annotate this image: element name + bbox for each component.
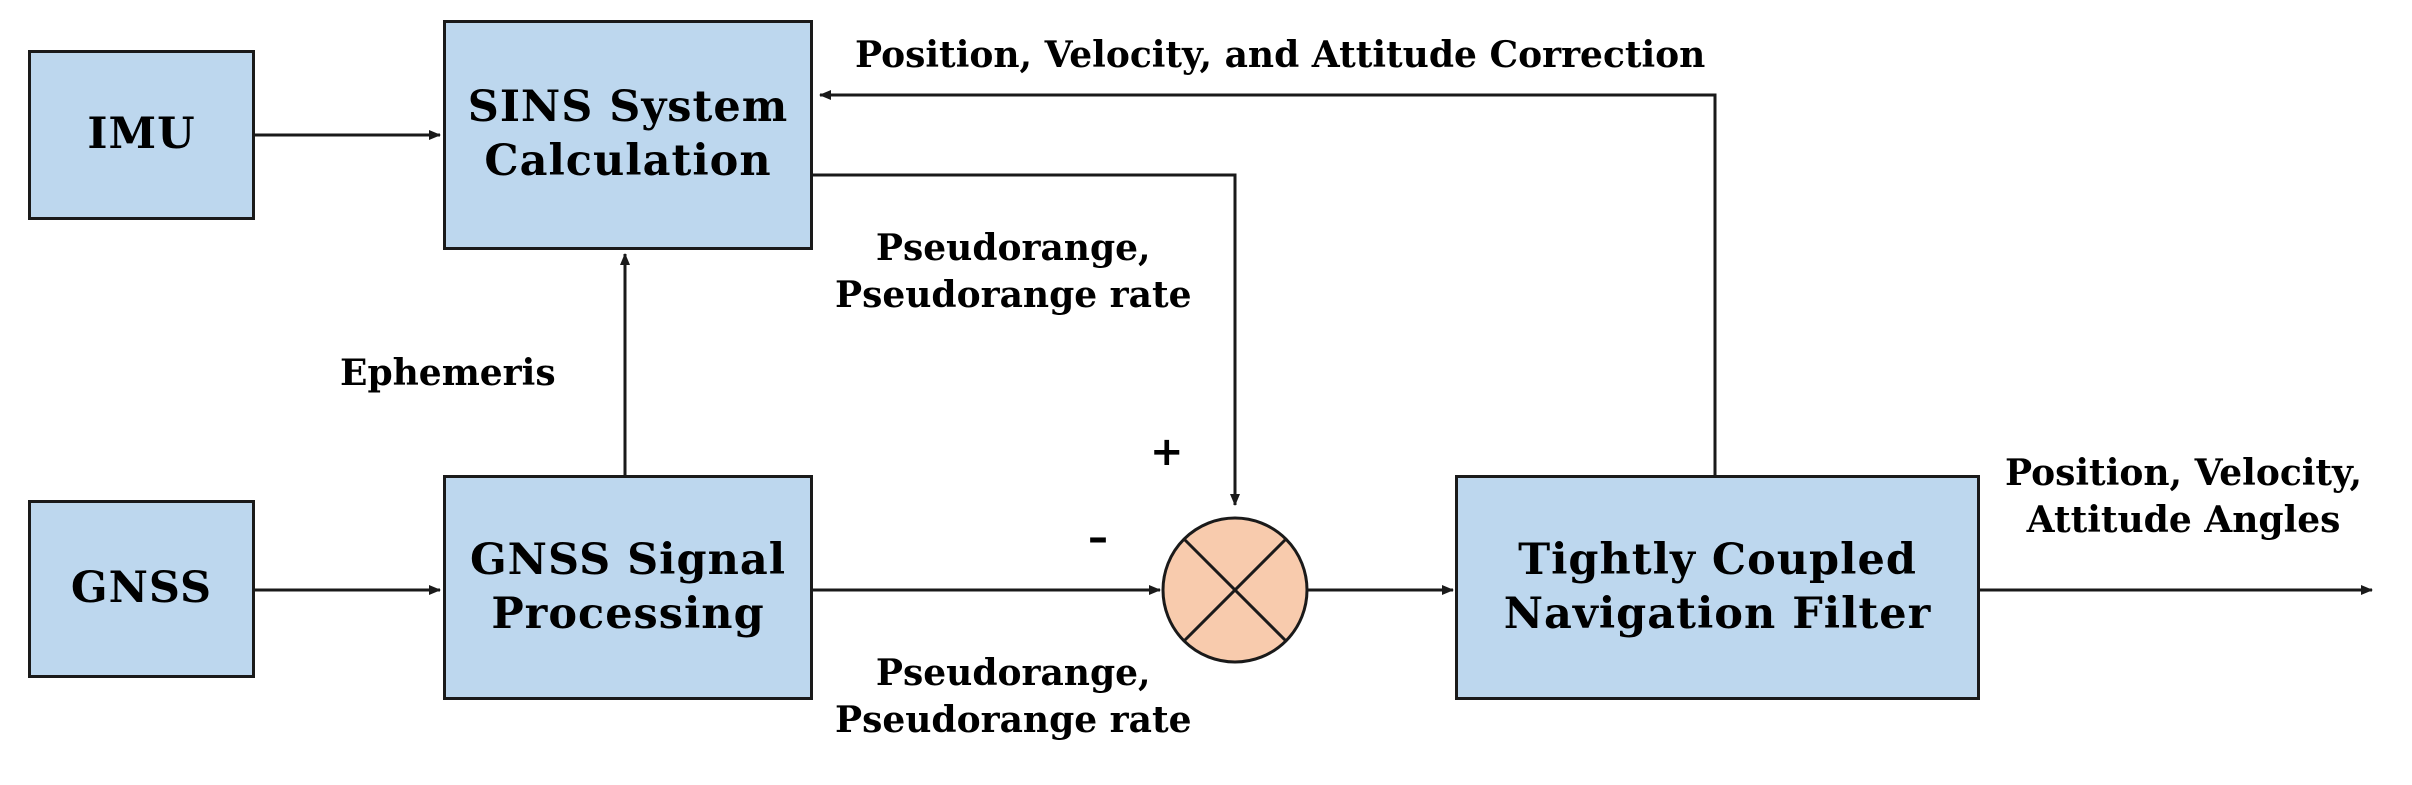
sins-block: SINS System Calculation	[443, 20, 813, 250]
imu-label: IMU	[87, 109, 196, 160]
filter-output-label: Position, Velocity, Attitude Angles	[2005, 450, 2362, 544]
gnss-processing-block: GNSS Signal Processing	[443, 475, 813, 700]
navigation-filter-label-line2: Navigation Filter	[1503, 588, 1932, 639]
arrow-sins-to-summer	[812, 173, 1240, 506]
gnss-pseudorange-line1: Pseudorange,	[875, 652, 1151, 694]
imu-block: IMU	[28, 50, 255, 220]
navigation-filter-label-line1: Tightly Coupled	[1518, 534, 1917, 585]
arrow-correction-feedback	[819, 90, 1717, 475]
gnss-block: GNSS	[28, 500, 255, 678]
navigation-filter-block: Tightly Coupled Navigation Filter	[1455, 475, 1980, 700]
correction-label: Position, Velocity, and Attitude Correct…	[855, 34, 1706, 76]
gnss-pseudorange-line2: Pseudorange rate	[835, 698, 1192, 741]
summing-junction	[1161, 516, 1309, 664]
filter-output-line2: Attitude Angles	[2026, 498, 2341, 541]
gnss-processing-label-line1: GNSS Signal	[469, 534, 787, 585]
sins-pseudorange-line1: Pseudorange,	[875, 227, 1151, 269]
plus-sign: +	[1150, 429, 1184, 475]
ephemeris-label: Ephemeris	[340, 352, 556, 394]
minus-sign: –	[1088, 515, 1108, 561]
sins-label-line2: Calculation	[484, 136, 772, 186]
sins-pseudorange-label: Pseudorange, Pseudorange rate	[835, 225, 1192, 319]
gnss-pseudorange-label: Pseudorange, Pseudorange rate	[835, 650, 1192, 744]
gnss-label: GNSS	[70, 563, 213, 614]
sins-label-line1: SINS System	[467, 82, 789, 133]
filter-output-line1: Position, Velocity,	[2005, 452, 2363, 494]
gnss-processing-label-line2: Processing	[491, 588, 765, 639]
sins-pseudorange-line2: Pseudorange rate	[835, 273, 1192, 316]
